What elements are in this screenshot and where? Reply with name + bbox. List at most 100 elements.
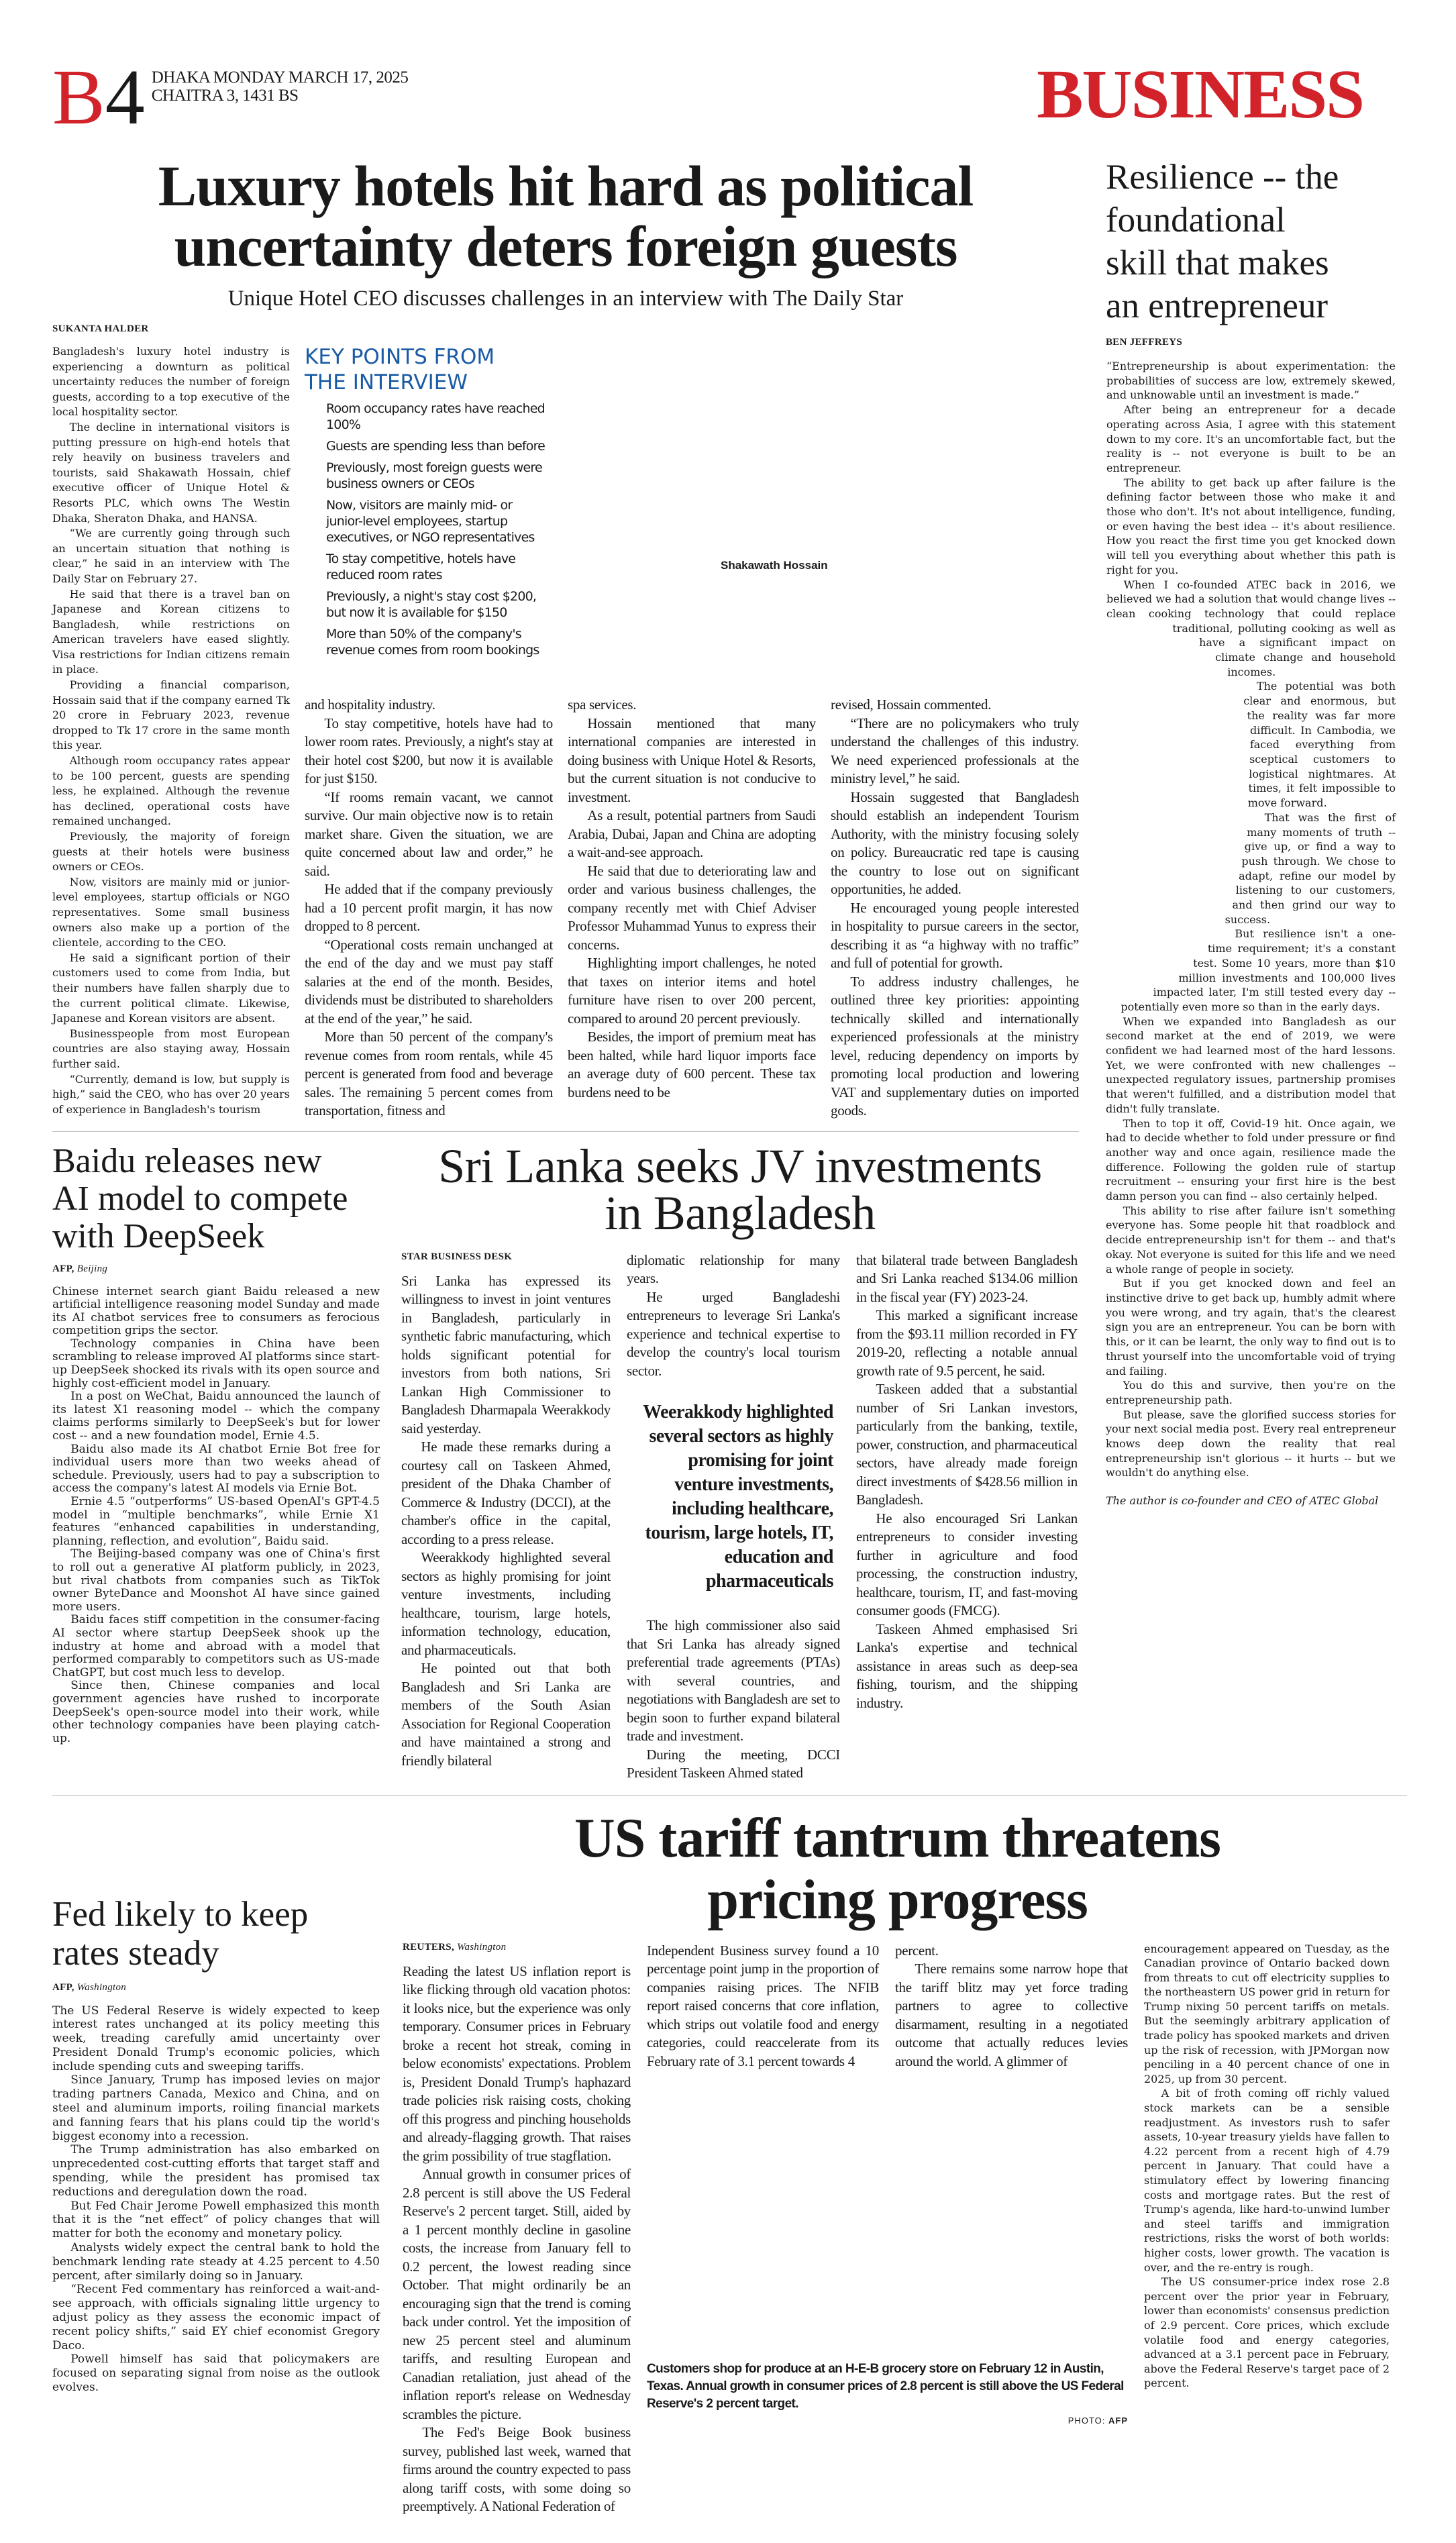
tariff-middle-columns: Independent Business survey found a 10 p… bbox=[647, 1942, 1128, 2071]
tariff-col-1: Reading the latest US inflation report i… bbox=[403, 1963, 631, 2516]
srilanka-article: Sri Lanka seeks JV investments in Bangla… bbox=[401, 1139, 1079, 1783]
paragraph: revised, Hossain commented. bbox=[831, 696, 992, 713]
paragraph: Taskeen added that a substantial number … bbox=[856, 1381, 1078, 1508]
hotel-top-row: KEY POINTS FROM THE INTERVIEW Room occup… bbox=[305, 344, 1079, 680]
paragraph: He added that if the company previously … bbox=[305, 881, 553, 934]
key-point-item: Previously, most foreign guests were bus… bbox=[326, 460, 543, 491]
paragraph: Hossain suggested that Bangladesh should… bbox=[831, 788, 1079, 898]
srilanka-col-2-top: diplomatic relationship for many years.H… bbox=[627, 1251, 840, 1381]
srilanka-pull-quote: Weerakkody highlighted several sectors a… bbox=[643, 1402, 833, 1592]
section-title: BUSINESS bbox=[1037, 56, 1365, 133]
paragraph: But resilience isn't a one-time requirem… bbox=[1121, 927, 1396, 1013]
tariff-columns: REUTERS, Washington Reading the latest U… bbox=[403, 1942, 1392, 2516]
baidu-byline-agency: AFP, bbox=[52, 1263, 74, 1274]
paragraph: Analysts widely expect the central bank … bbox=[52, 2241, 380, 2283]
key-point-item: To stay competitive, hotels have reduced… bbox=[326, 552, 516, 582]
hotel-col-3: spa services. Hossain mentioned that many… bbox=[568, 696, 816, 1102]
tariff-byline-place: Washington bbox=[457, 1941, 507, 1953]
paragraph: Since then, Chinese companies and local … bbox=[52, 1679, 380, 1745]
paragraph: He also encouraged Sri Lankan entreprene… bbox=[856, 1510, 1078, 1619]
key-point-item: More than 50% of the company's revenue c… bbox=[326, 627, 539, 658]
paragraph: The US consumer-price index rose 2.8 per… bbox=[1144, 2275, 1390, 2390]
srilanka-col-3: that bilateral trade between Bangladesh … bbox=[856, 1251, 1078, 1713]
paragraph: Hossain mentioned that many internationa… bbox=[568, 715, 816, 805]
paragraph: During the meeting, DCCI President Taske… bbox=[627, 1746, 840, 1781]
upper-section: Luxury hotels hit hard as political unce… bbox=[52, 156, 1407, 1783]
paragraph: He made these remarks during a courtesy … bbox=[401, 1439, 611, 1547]
paragraph: Since January, Trump has imposed levies … bbox=[52, 2073, 380, 2143]
fed-byline: AFP, Washington bbox=[52, 1982, 380, 1993]
paragraph: Reading the latest US inflation report i… bbox=[403, 1963, 631, 2164]
paragraph: “There are no policymakers who truly und… bbox=[831, 715, 1079, 787]
paragraph: encouragement appeared on Tuesday, as th… bbox=[1144, 1942, 1390, 2085]
resilience-byline: BEN JEFFREYS bbox=[1106, 337, 1183, 348]
paragraph: There remains some narrow hope that the … bbox=[895, 1961, 1128, 2069]
paragraph: This ability to rise after failure isn't… bbox=[1106, 1204, 1396, 1276]
hotel-photo: Shakawath Hossain bbox=[566, 344, 1079, 680]
resilience-headline: Resilience -- the foundational skill tha… bbox=[1106, 158, 1339, 325]
baidu-article: Baidu releases new AI model to compete w… bbox=[52, 1141, 380, 1746]
key-point-item: Now, visitors are mainly mid- or junior-… bbox=[326, 498, 535, 545]
fed-byline-place: Washington bbox=[76, 1981, 127, 1993]
paragraph: Baidu also made its AI chatbot Ernie Bot… bbox=[52, 1442, 380, 1496]
paragraph: When I co-founded ATEC back in 2016, we … bbox=[1106, 578, 1396, 678]
srilanka-columns: STAR BUSINESS DESK Sri Lanka has express… bbox=[401, 1251, 1079, 1783]
paragraph: Besides, the import of premium meat has … bbox=[568, 1029, 816, 1100]
date-block: DHAKA MONDAY MARCH 17, 2025 CHAITRA 3, 1… bbox=[152, 68, 409, 105]
paragraph: percent. bbox=[895, 1942, 939, 1959]
tariff-photo-caption: Customers shop for produce at an H-E-B g… bbox=[647, 2362, 1124, 2411]
upper-left: Luxury hotels hit hard as political unce… bbox=[52, 156, 1079, 1783]
key-point-item: Guests are spending less than before bbox=[326, 439, 545, 454]
paragraph: Providing a financial comparison, Hossai… bbox=[52, 678, 290, 752]
paragraph: But please, save the glorified success s… bbox=[1106, 1408, 1396, 1480]
paragraph: To stay competitive, hotels have had to … bbox=[305, 715, 553, 787]
baidu-body: Chinese internet search giant Baidu rele… bbox=[52, 1284, 380, 1746]
tariff-col-4: encouragement appeared on Tuesday, as th… bbox=[1144, 1942, 1390, 2391]
hotel-right: KEY POINTS FROM THE INTERVIEW Room occup… bbox=[305, 344, 1079, 1121]
paragraph: Powell himself has said that policymaker… bbox=[52, 2352, 380, 2395]
resilience-author-note: The author is co-founder and CEO of ATEC… bbox=[1106, 1494, 1379, 1508]
date-line: DHAKA MONDAY MARCH 17, 2025 bbox=[151, 68, 409, 87]
paragraph: “Entrepreneurship is about experimentati… bbox=[1106, 360, 1396, 402]
paragraph: “We are currently going through such an … bbox=[52, 527, 290, 585]
tariff-photo bbox=[647, 2079, 1128, 2360]
fed-headline: Fed likely to keep rates steady bbox=[52, 1894, 309, 1973]
paragraph: Baidu faces stiff competition in the con… bbox=[52, 1613, 380, 1679]
baidu-headline: Baidu releases new AI model to compete w… bbox=[52, 1141, 348, 1255]
paragraph: Independent Business survey found a 10 p… bbox=[647, 1942, 879, 2069]
hotel-subheadline: Unique Hotel CEO discusses challenges in… bbox=[227, 287, 904, 311]
paragraph: “Operational costs remain unchanged at t… bbox=[305, 936, 553, 1027]
paragraph: The decline in international visitors is… bbox=[52, 420, 290, 525]
paragraph: that bilateral trade between Bangladesh … bbox=[856, 1251, 1078, 1305]
paragraph: The high commissioner also said that Sri… bbox=[627, 1617, 840, 1744]
paragraph: “Currently, demand is low, but supply is… bbox=[52, 1072, 290, 1116]
photo-credit-source: AFP bbox=[1108, 2416, 1128, 2426]
paragraph: “Recent Fed commentary has reinforced a … bbox=[52, 2283, 380, 2352]
srilanka-col-2: diplomatic relationship for many years.H… bbox=[627, 1251, 840, 1783]
paragraph: Bangladesh's luxury hotel industry is ex… bbox=[52, 345, 290, 419]
srilanka-col-2-bottom: The high commissioner also said that Sri… bbox=[627, 1616, 840, 1783]
fed-article: Fed likely to keep rates steady AFP, Was… bbox=[52, 1808, 380, 2395]
paragraph: But if you get knocked down and feel an … bbox=[1106, 1277, 1396, 1378]
key-points-title: KEY POINTS FROM THE INTERVIEW bbox=[305, 345, 495, 395]
paragraph: “If rooms remain vacant, we cannot survi… bbox=[305, 788, 553, 879]
tariff-middle: Independent Business survey found a 10 p… bbox=[647, 1942, 1128, 2426]
resilience-body: “Entrepreneurship is about experimentati… bbox=[1106, 359, 1396, 1508]
fed-body: The US Federal Reserve is widely expecte… bbox=[52, 2004, 380, 2395]
paragraph: He urged Bangladeshi entrepreneurs to le… bbox=[627, 1288, 840, 1379]
paragraph: When we expanded into Bangladesh as our … bbox=[1106, 1015, 1396, 1115]
srilanka-headline: Sri Lanka seeks JV investments in Bangla… bbox=[438, 1139, 1042, 1240]
hotel-byline: SUKANTA HALDER bbox=[52, 323, 149, 334]
paragraph: Chinese internet search giant Baidu rele… bbox=[52, 1284, 380, 1338]
divider-horizontal-1 bbox=[52, 1131, 1079, 1132]
key-point-item: Previously, a night's stay cost $200, bu… bbox=[326, 589, 537, 620]
baidu-byline: AFP, Beijing bbox=[52, 1263, 380, 1275]
fed-byline-agency: AFP, bbox=[52, 1981, 74, 1993]
lower-section: Fed likely to keep rates steady AFP, Was… bbox=[52, 1807, 1407, 2516]
paragraph: Technology companies in China have been … bbox=[52, 1337, 380, 1390]
paragraph: spa services. bbox=[568, 696, 637, 713]
hotel-col-4: revised, Hossain commented. “There are no… bbox=[831, 696, 1079, 1121]
paragraph: The Beijing-based company was one of Chi… bbox=[52, 1547, 380, 1614]
paragraph: The US Federal Reserve is widely expecte… bbox=[52, 2004, 380, 2073]
